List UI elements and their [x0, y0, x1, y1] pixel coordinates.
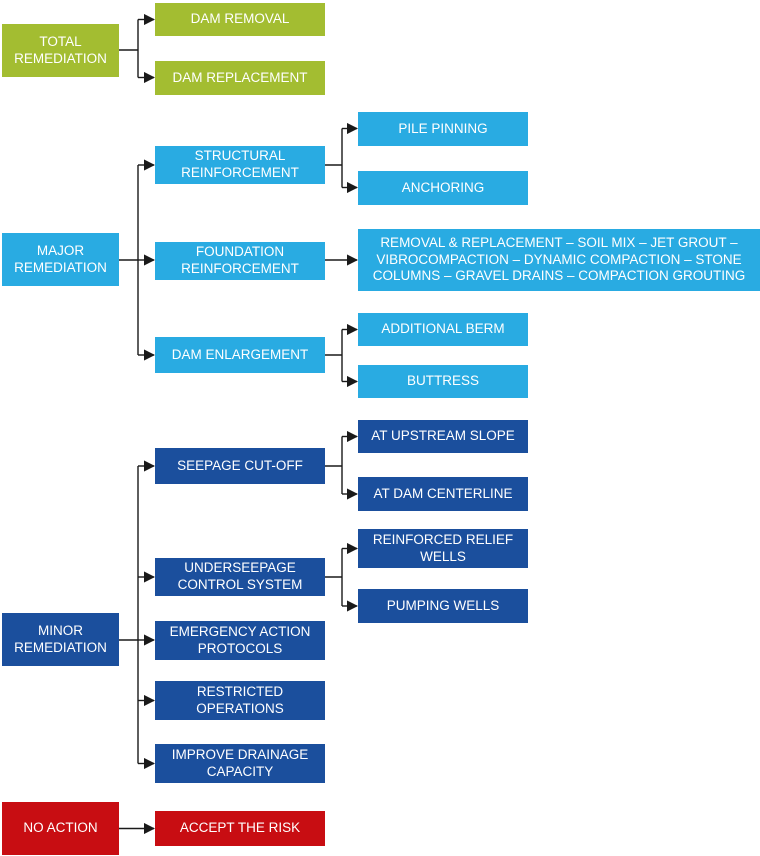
node-emergency-action-protocols: EMERGENCY ACTION PROTOCOLS — [155, 621, 325, 660]
node-total-remediation: TOTAL REMEDIATION — [2, 24, 119, 77]
node-seepage-cutoff: SEEPAGE CUT-OFF — [155, 448, 325, 484]
node-at-dam-centerline: AT DAM CENTERLINE — [358, 477, 528, 511]
node-underseepage-control-system: UNDERSEEPAGE CONTROL SYSTEM — [155, 558, 325, 596]
node-at-upstream-slope: AT UPSTREAM SLOPE — [358, 420, 528, 453]
node-dam-replacement: DAM REPLACEMENT — [155, 61, 325, 95]
connector-total-trunk — [119, 19, 139, 78]
node-dam-enlargement: DAM ENLARGEMENT — [155, 337, 325, 373]
node-minor-remediation: MINOR REMEDIATION — [2, 613, 119, 666]
node-no-action: NO ACTION — [2, 802, 119, 855]
node-pumping-wells: PUMPING WELLS — [358, 589, 528, 623]
connector-enlargement-trunk — [325, 329, 343, 382]
node-restricted-operations: RESTRICTED OPERATIONS — [155, 681, 325, 720]
node-additional-berm: ADDITIONAL BERM — [358, 313, 528, 346]
node-improve-drainage-capacity: IMPROVE DRAINAGE CAPACITY — [155, 744, 325, 783]
node-buttress: BUTTRESS — [358, 365, 528, 398]
node-major-remediation: MAJOR REMEDIATION — [2, 233, 119, 286]
node-reinforced-relief-wells: REINFORCED RELIEF WELLS — [358, 529, 528, 568]
node-foundation-methods: REMOVAL & REPLACEMENT – SOIL MIX – JET G… — [358, 229, 760, 291]
connector-seepage-trunk — [325, 436, 343, 494]
connector-underseepage-trunk — [325, 548, 343, 606]
node-foundation-reinforcement: FOUNDATION REINFORCEMENT — [155, 242, 325, 280]
connector-minor-trunk — [119, 466, 139, 764]
node-structural-reinforcement: STRUCTURAL REINFORCEMENT — [155, 146, 325, 184]
connector-structural-trunk — [325, 128, 343, 188]
node-anchoring: ANCHORING — [358, 171, 528, 205]
node-dam-removal: DAM REMOVAL — [155, 3, 325, 36]
connector-major-trunk — [119, 165, 139, 355]
node-accept-the-risk: ACCEPT THE RISK — [155, 811, 325, 846]
node-pile-pinning: PILE PINNING — [358, 112, 528, 146]
